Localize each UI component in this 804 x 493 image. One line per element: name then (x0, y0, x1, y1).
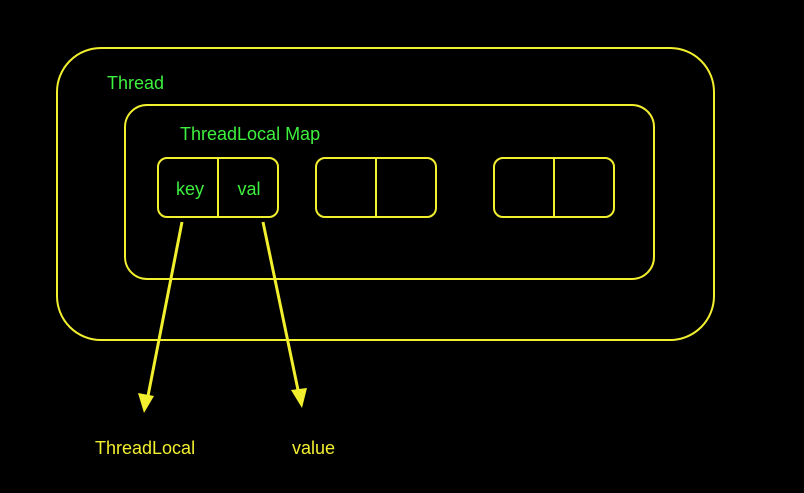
key-arrow-line (146, 221, 184, 397)
key-arrow-head (138, 393, 154, 413)
entry-key-label: key (176, 179, 204, 199)
threadlocal-target-label: ThreadLocal (95, 438, 195, 458)
thread-box (56, 47, 715, 341)
val-arrow-head (291, 388, 307, 408)
map-entry-2 (315, 157, 437, 218)
value-target-label: value (292, 438, 335, 458)
val-arrow (261, 221, 307, 408)
entry-val-label: val (237, 179, 260, 199)
threadlocal-map-label: ThreadLocal Map (180, 124, 320, 144)
val-arrow-line (261, 221, 300, 391)
threadlocal-map-box (124, 104, 655, 280)
map-entry-3 (493, 157, 615, 218)
map-entry-1: key val (157, 157, 279, 218)
key-arrow (138, 221, 184, 413)
thread-label: Thread (107, 73, 164, 93)
